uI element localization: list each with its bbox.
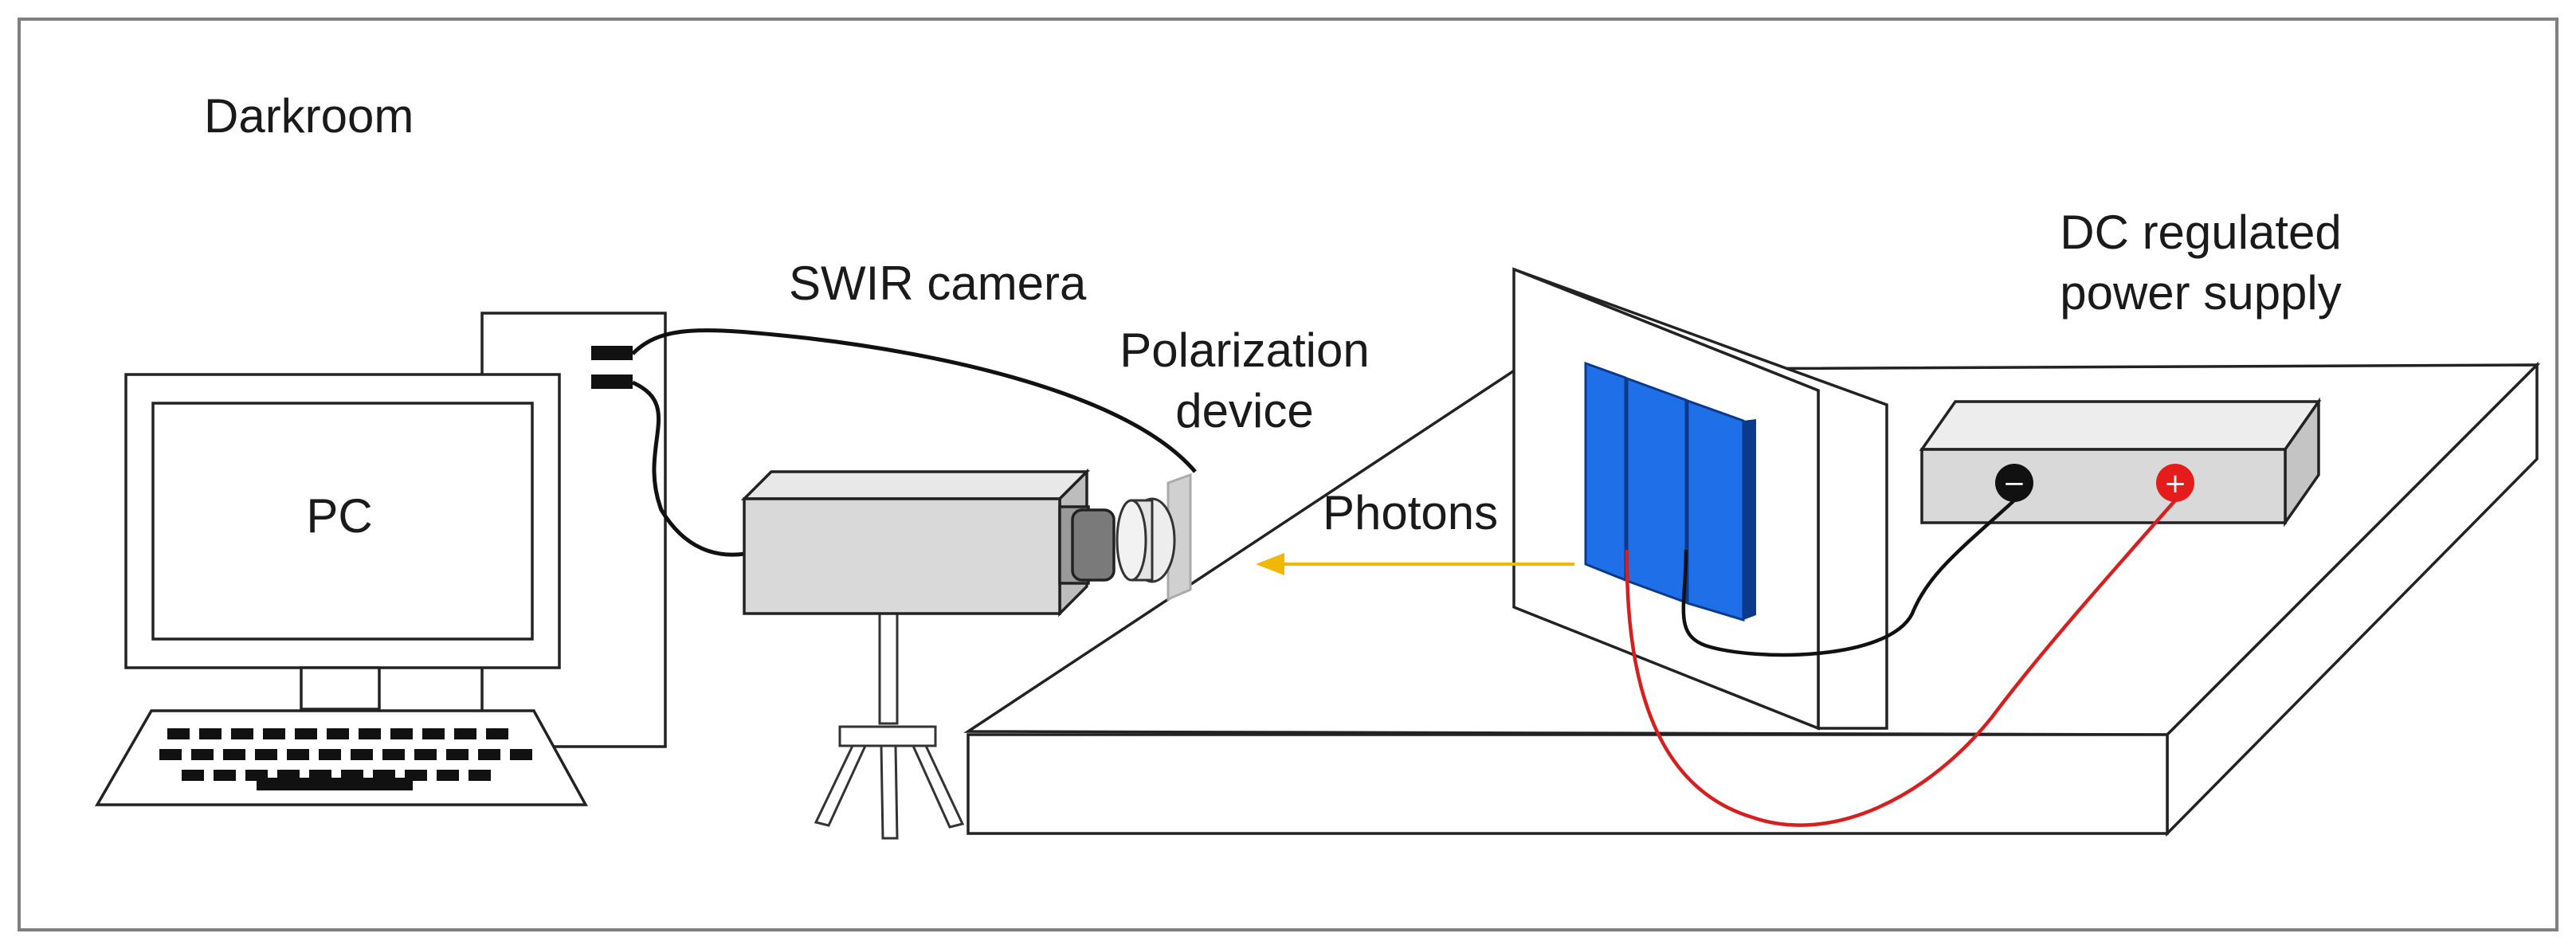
- photon-arrowhead: [1256, 553, 1284, 575]
- camera-top-face: [740, 470, 1091, 500]
- pc-port-1: [591, 346, 633, 360]
- positive-symbol: +: [2164, 468, 2187, 500]
- solar-cell-3: [1686, 398, 1745, 622]
- tripod-column: [878, 610, 899, 725]
- positive-wire: [1625, 499, 2177, 827]
- pc-label: PC: [306, 489, 372, 543]
- polarization-device: [1115, 473, 1192, 602]
- camera-front-face: [743, 497, 1061, 615]
- darkroom-label: Darkroom: [204, 89, 414, 143]
- pc-cable: [631, 380, 746, 557]
- solar-cell-2: [1625, 376, 1688, 605]
- monitor-stand: [300, 666, 381, 711]
- power-supply-label-line1: DC regulated: [2060, 206, 2342, 259]
- polarization-label-line1: Polarization: [1119, 324, 1370, 377]
- tripod: [814, 610, 965, 840]
- tripod-leg-center: [880, 744, 899, 840]
- monitor-screen: [151, 402, 534, 641]
- swir-camera: [740, 468, 1115, 618]
- table-front: [966, 733, 2169, 835]
- dc-power-supply: [1919, 397, 2322, 527]
- polarization-label-line2: device: [1175, 384, 1313, 437]
- pc-port-2: [591, 375, 633, 389]
- camera-cable: [631, 328, 1197, 473]
- swir-camera-label: SWIR camera: [789, 257, 1087, 310]
- psu-front: [1920, 448, 2287, 524]
- pc: [94, 312, 667, 806]
- tripod-leg-right: [911, 744, 965, 829]
- photon-arrow: [1256, 553, 1574, 575]
- camera-lens: [1071, 508, 1115, 582]
- negative-wire: [1681, 499, 2016, 657]
- psu-top: [1919, 400, 2322, 451]
- solar-cell-1: [1584, 361, 1627, 582]
- solar-panel-edge: [1743, 419, 1756, 620]
- polarizer-ring-back: [1115, 499, 1147, 582]
- negative-terminal: −: [1995, 464, 2033, 502]
- solar-panel: [1584, 361, 1756, 622]
- negative-symbol: −: [2003, 468, 2026, 500]
- tripod-leg-left: [814, 744, 868, 827]
- keyboard-spacebar: [257, 778, 413, 790]
- power-supply-label-line2: power supply: [2060, 266, 2342, 320]
- tripod-head: [838, 725, 937, 747]
- photons-label: Photons: [1323, 486, 1498, 539]
- positive-terminal: +: [2156, 464, 2194, 502]
- keyboard-keys: [159, 728, 532, 790]
